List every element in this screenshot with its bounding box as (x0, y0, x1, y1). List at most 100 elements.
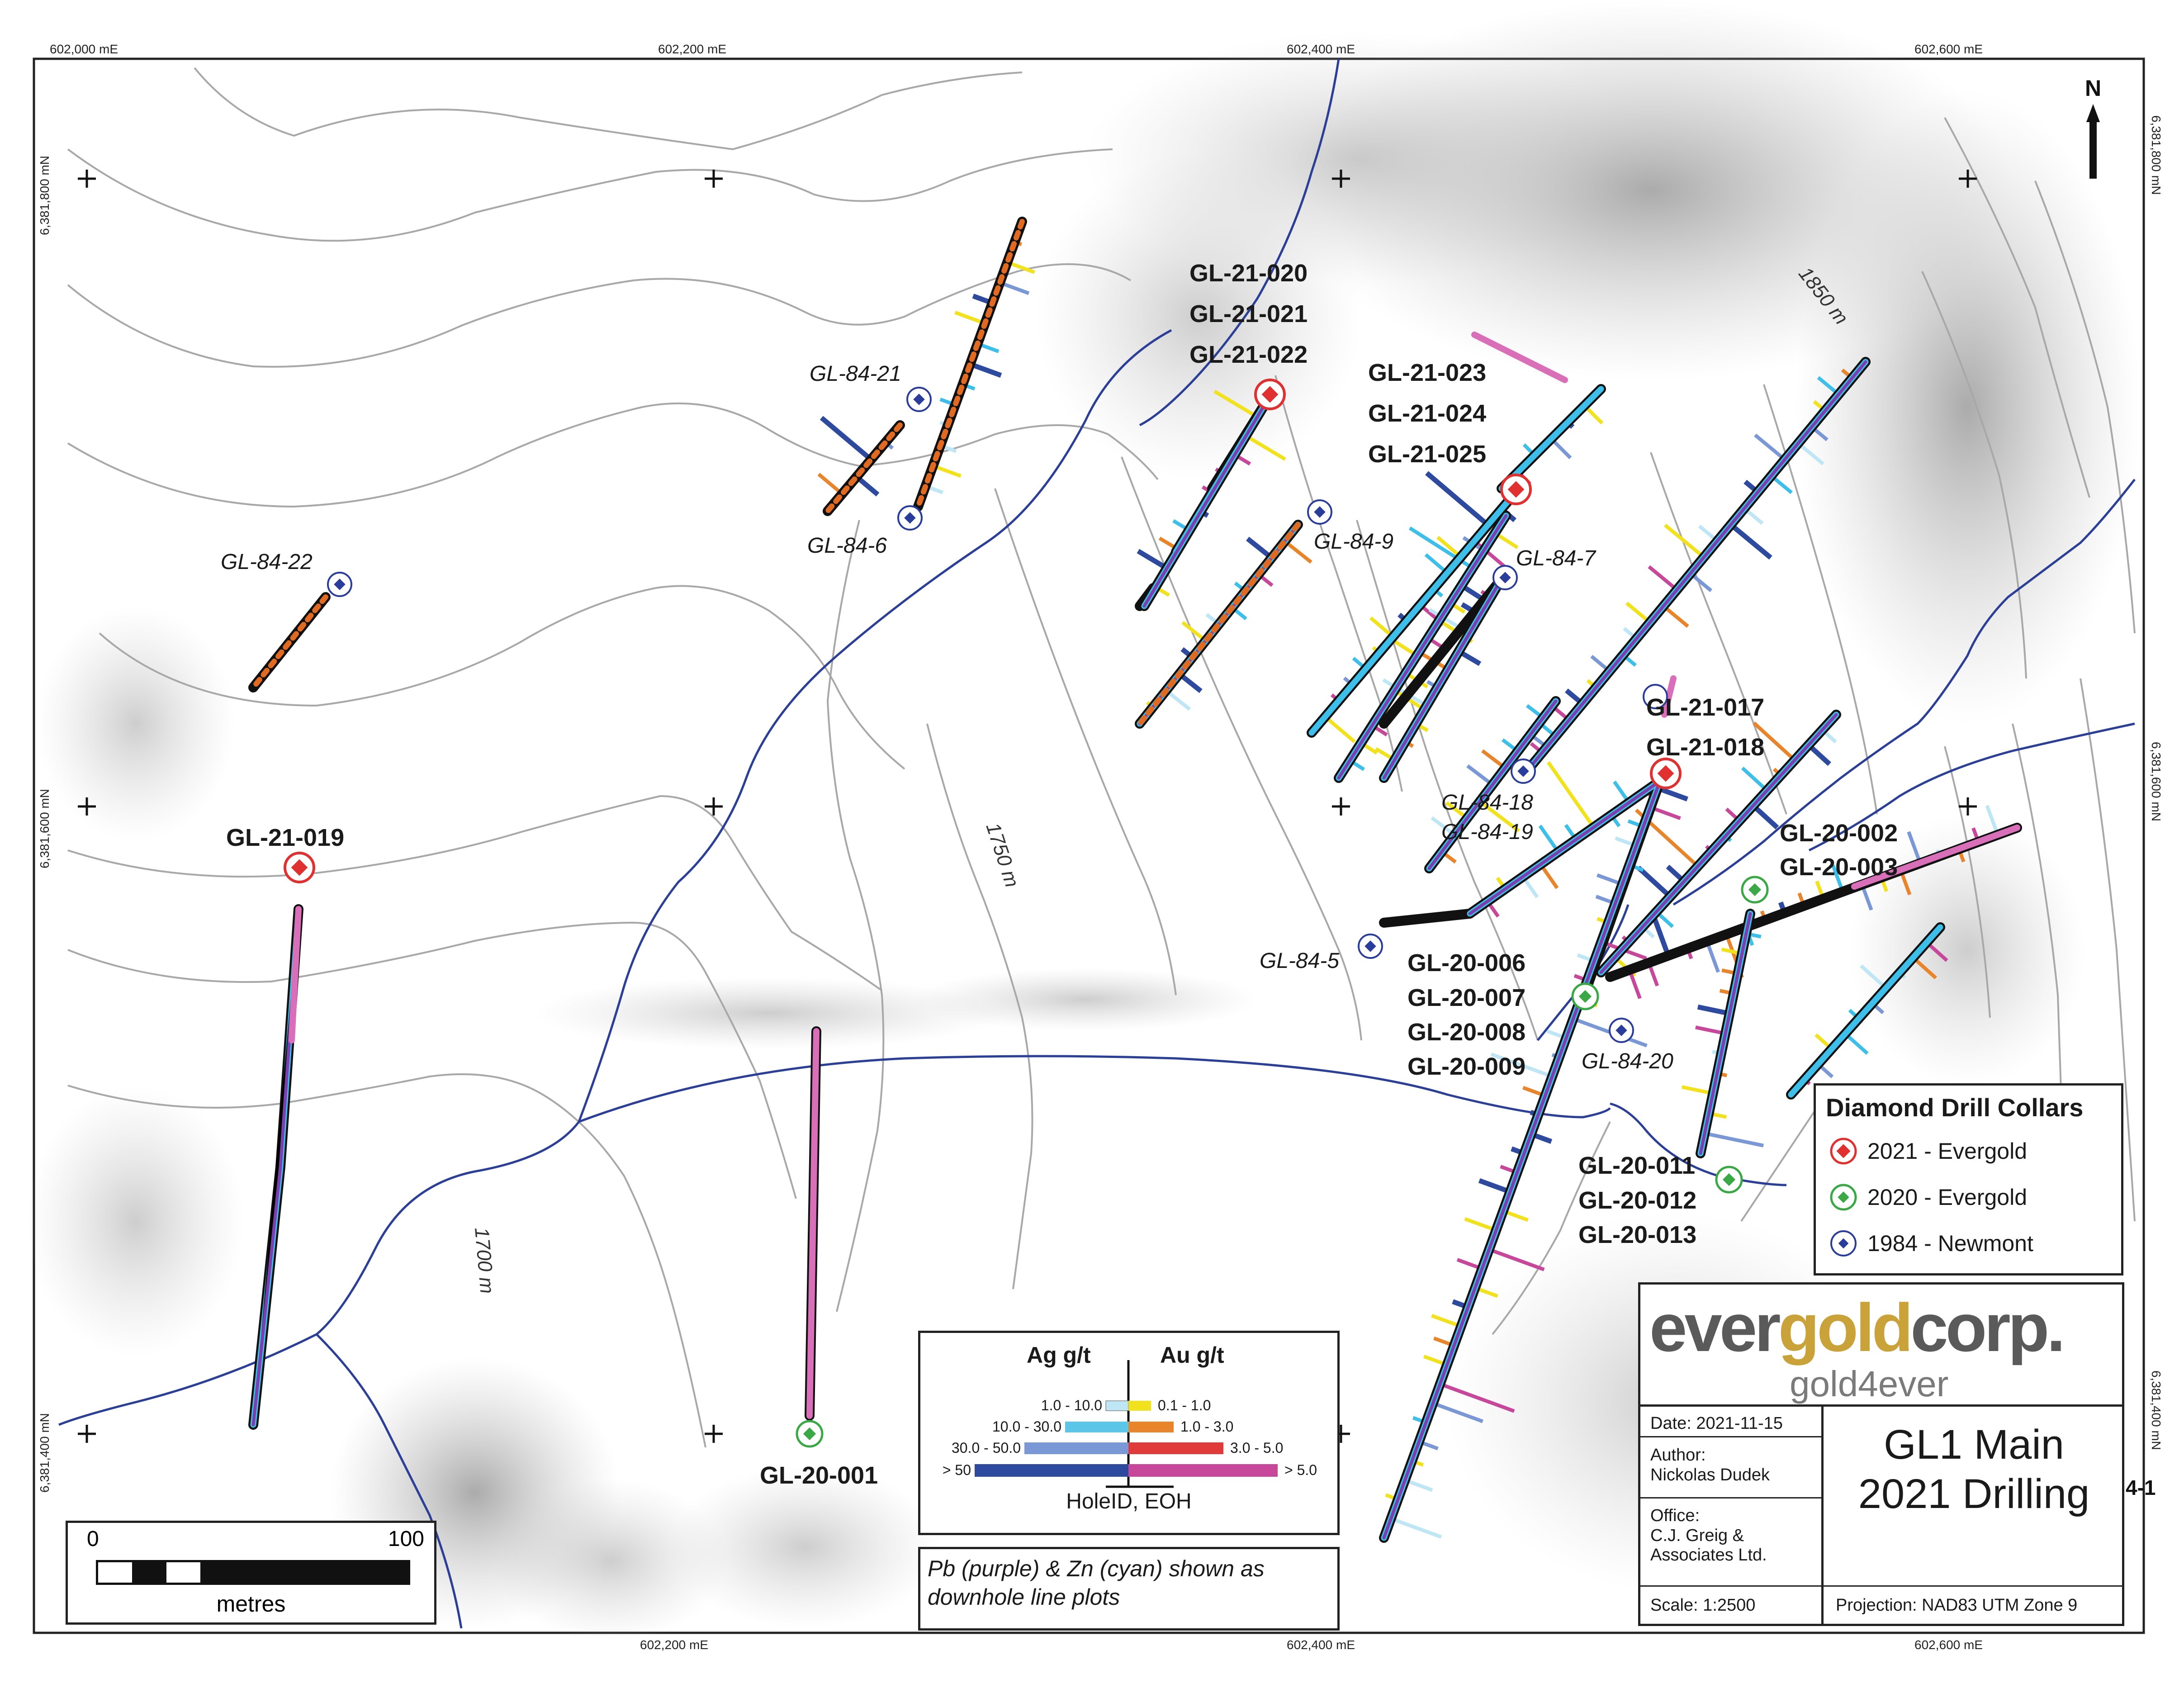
scale-bar-unit: metres (216, 1591, 286, 1617)
assay-tick (1466, 764, 1494, 787)
ag-legend-title: Ag g/t (1027, 1342, 1091, 1368)
assay-tick (1431, 1314, 1462, 1328)
assay-tick (1907, 831, 1922, 864)
au-range-1: 0.1 - 1.0 (1158, 1397, 1211, 1413)
logo-wordmark: evergoldcorp. (1649, 1294, 2066, 1361)
hole-labels: GL-21-020 GL-21-021 GL-21-022 GL-21-023 … (221, 260, 1898, 1489)
assay-tick (999, 281, 1030, 295)
assay-tick (1650, 913, 1671, 957)
grade-legend-bars (975, 1360, 1278, 1488)
label-gl-84-20: GL-84-20 (1582, 1049, 1673, 1073)
grid-label-left-1: 6,381,600 mN (38, 789, 52, 868)
assay-tick (1797, 441, 1824, 465)
assay-tick (1662, 604, 1689, 628)
grid-label-bottom-0: 602,200 mE (640, 1638, 708, 1652)
label-gl-20-013: GL-20-013 (1578, 1221, 1696, 1248)
scale-bar: 0 100 metres (66, 1521, 436, 1625)
grid-crosses (78, 170, 1977, 1443)
plot-note-text: Pb (purple) & Zn (cyan) shown as downhol… (928, 1556, 1265, 1610)
grade-legend: Ag g/t Au g/t 1.0 - 10.0 10.0 - 30.0 30.… (918, 1331, 1340, 1535)
assay-tick (817, 473, 843, 496)
grid-label-top-3: 602,600 mE (1914, 42, 1983, 56)
grid-label-bottom-1: 602,400 mE (1287, 1638, 1355, 1652)
label-gl-20-003: GL-20-003 (1780, 853, 1898, 881)
assay-tick (1636, 865, 1672, 899)
label-gl-84-9: GL-84-9 (1314, 530, 1393, 554)
collar-2020-gl-20-011 (1715, 1166, 1743, 1194)
grid-label-right-1: 6,381,600 mN (2149, 742, 2163, 821)
assay-tick (1165, 689, 1191, 711)
assay-tick (1695, 1025, 1726, 1035)
blue-diamond-icon (1830, 1230, 1857, 1257)
collar-2020-gl-20-002 (1741, 876, 1769, 904)
assay-tick (1664, 523, 1705, 559)
label-gl-21-019: GL-21-019 (226, 824, 344, 851)
label-gl-21-023: GL-21-023 (1368, 359, 1486, 386)
au-range-3: 3.0 - 5.0 (1230, 1440, 1284, 1456)
label-gl-84-7: GL-84-7 (1516, 546, 1597, 570)
assay-tick (1697, 1004, 1730, 1016)
logo-ever: ever (1649, 1290, 1781, 1366)
ag-range-4: > 50 (942, 1462, 971, 1478)
assay-tick (1478, 800, 1520, 833)
assay-tick (1478, 1178, 1511, 1195)
scale-field: Scale: 1:2500 (1650, 1596, 1756, 1615)
assay-tick (1912, 956, 1938, 980)
assay-tick (1390, 1517, 1442, 1539)
collar-2021-gl-21-020 (1254, 379, 1286, 410)
drill-traces (248, 217, 2022, 1543)
grid-label-right-2: 6,381,400 mN (2149, 1370, 2163, 1450)
collar-2021-gl-21-019 (284, 852, 315, 883)
assay-tick (954, 310, 986, 325)
collar-2021-gl-21-017 (1650, 758, 1682, 789)
scale-bar-zero: 0 (87, 1527, 99, 1551)
label-gl-20-008: GL-20-008 (1407, 1019, 1525, 1046)
assay-tick (1860, 964, 1887, 990)
collar-2021-gl-21-023 (1500, 474, 1532, 505)
au-legend-title: Au g/t (1160, 1342, 1224, 1368)
north-arrow: N (2085, 77, 2101, 179)
assay-tick (1473, 539, 1507, 569)
label-gl-21-024: GL-21-024 (1368, 400, 1486, 427)
ag-range-2: 10.0 - 30.0 (992, 1418, 1061, 1435)
au-range-2: 1.0 - 3.0 (1180, 1418, 1234, 1435)
evergold-logo: evergoldcorp. gold4ever (1640, 1285, 2122, 1407)
assay-tick (1985, 805, 1999, 836)
assay-tick (1704, 1131, 1764, 1147)
assay-tick (1754, 433, 1786, 461)
collar-markers (284, 379, 1769, 1448)
collar-legend-title: Diamond Drill Collars (1826, 1093, 2084, 1122)
assay-tick (1547, 761, 1595, 829)
assay-tick (1751, 804, 1779, 830)
assay-tick (1284, 540, 1312, 564)
assay-tick (1538, 825, 1560, 853)
grid-label-top-2: 602,400 mE (1287, 42, 1355, 56)
assay-tick (1137, 549, 1168, 571)
grid-label-bottom-2: 602,600 mE (1914, 1638, 1983, 1652)
collar-legend-item-2020: 2020 - Evergold (1829, 1181, 2027, 1213)
assay-tick (1656, 786, 1688, 801)
collar-1984-gl-84-7 (1492, 565, 1518, 590)
collar-1984-gl-84-9 (1307, 499, 1332, 525)
assay-tick (1213, 389, 1259, 419)
label-gl-20-002: GL-20-002 (1780, 820, 1898, 847)
assay-tick (1432, 1401, 1483, 1423)
collar-legend-item-1984: 1984 - Newmont (1829, 1228, 2033, 1259)
assay-tick (1490, 1053, 1553, 1078)
label-gl-20-009: GL-20-009 (1407, 1053, 1525, 1080)
office-line-2: Associates Ltd. (1650, 1546, 1767, 1565)
label-gl-84-19: GL-84-19 (1441, 820, 1533, 844)
edge-fragment: 4-1 (2126, 1476, 2156, 1499)
grid-label-right-0: 6,381,800 mN (2149, 115, 2163, 195)
red-diamond-icon (1830, 1138, 1857, 1165)
label-gl-84-22: GL-84-22 (221, 550, 313, 574)
logo-corp: corp. (1910, 1290, 2066, 1366)
label-gl-21-018: GL-21-018 (1646, 734, 1764, 761)
author-label: Author: (1650, 1446, 1706, 1465)
logo-gold: gold (1778, 1290, 1914, 1366)
assay-tick (1324, 715, 1356, 744)
assay-tick (1436, 536, 1462, 559)
label-gl-20-001: GL-20-001 (760, 1462, 878, 1489)
collar-1984-gl-84-22 (327, 572, 352, 597)
label-gl-84-5: GL-84-5 (1260, 949, 1339, 973)
